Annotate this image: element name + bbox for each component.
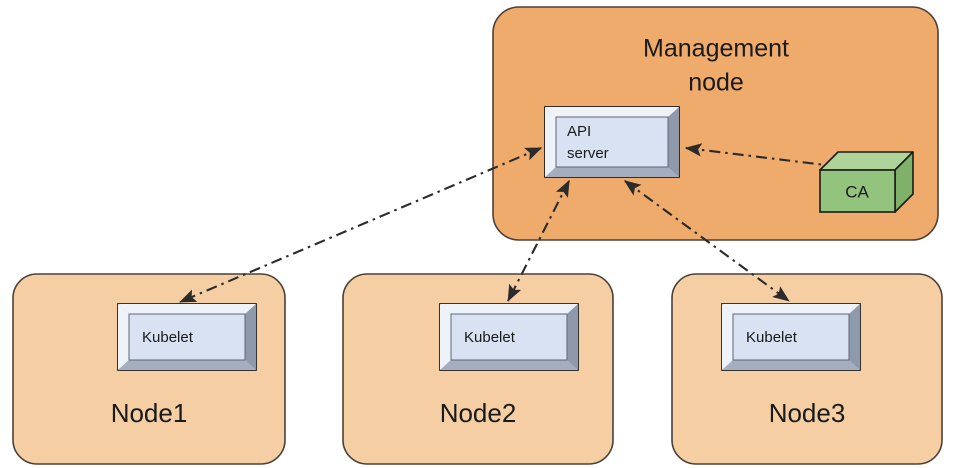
node2-label: Node2 <box>440 398 517 428</box>
kubelet-node3-bevel-left <box>722 304 733 370</box>
api-server-label-line2: server <box>567 145 609 162</box>
connector-api-server-to-kubelet-node2[interactable] <box>507 179 570 302</box>
kubelet-node2-label: Kubelet <box>464 329 516 346</box>
kubelet-node1-inner-face <box>128 313 246 361</box>
api-server-inner-face <box>555 116 669 168</box>
management-node-label-line2: node <box>688 69 744 97</box>
kubelet-node2-inner-face <box>450 313 568 361</box>
kubelet-node3-bevel-right <box>849 304 860 370</box>
certificate-authority-box[interactable]: CA <box>819 151 914 213</box>
kubelet-node1-bevel-left <box>118 304 129 370</box>
kubelet-node3-bevel-bottom <box>722 360 860 370</box>
kubelet-node1-label: Kubelet <box>142 329 194 346</box>
api-server-bevel-right <box>668 107 679 177</box>
api-server-bevel-top <box>545 107 679 117</box>
kubelet-node1-bevel-bottom <box>118 360 256 370</box>
kubelet-node2-bevel-left <box>440 304 451 370</box>
node1-label: Node1 <box>111 398 188 428</box>
kubelet-node1-bevel-top <box>118 304 256 314</box>
ca-box-label: CA <box>845 182 869 201</box>
component-kubelet-node1[interactable]: Kubelet <box>117 303 257 371</box>
component-kubelet-node3[interactable]: Kubelet <box>721 303 861 371</box>
node3-label: Node3 <box>769 398 846 428</box>
connector-api-server-to-kubelet-node3[interactable] <box>623 180 790 302</box>
component-api-server[interactable]: API server <box>544 106 680 178</box>
kubelet-node2-bevel-right <box>567 304 578 370</box>
kubelet-node2-bevel-top <box>440 304 578 314</box>
kubelet-node2-bevel-bottom <box>440 360 578 370</box>
api-server-bevel-left <box>545 107 556 177</box>
kubelet-node3-label: Kubelet <box>746 329 798 346</box>
api-server-bevel-bottom <box>545 167 679 177</box>
component-kubelet-node2[interactable]: Kubelet <box>439 303 579 371</box>
api-server-label-line1: API <box>567 123 591 140</box>
management-node-label-line1: Management <box>643 35 789 63</box>
connector-api-server-to-kubelet-node1[interactable] <box>179 147 543 303</box>
ca-box-front-face <box>819 169 896 213</box>
kubelet-node3-inner-face <box>732 313 850 361</box>
kubelet-node3-bevel-top <box>722 304 860 314</box>
kubelet-node1-bevel-right <box>245 304 256 370</box>
